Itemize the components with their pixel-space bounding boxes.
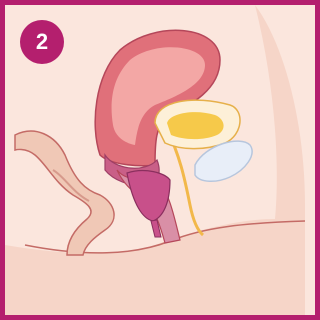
step-number: 2 — [36, 29, 48, 55]
bladder — [167, 112, 224, 139]
step-number-badge: 2 — [20, 20, 64, 64]
